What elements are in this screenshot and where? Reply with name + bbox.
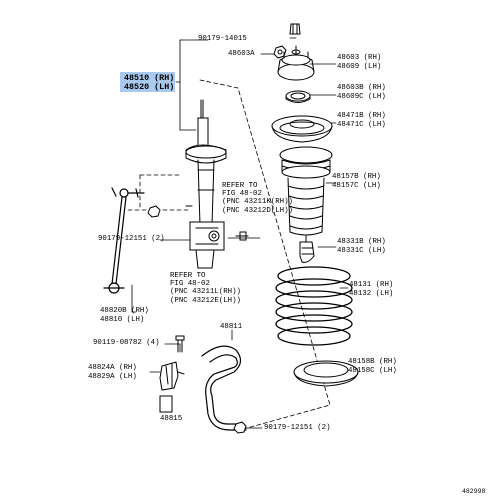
label-mount-lh: 48609 (LH) [337, 63, 382, 71]
label-refer-knuckle: REFER TO FIG 48-02 (PNC 43211K(RH)) (PNC… [222, 182, 293, 215]
label-boot-lh: 48157C (LH) [332, 182, 381, 190]
label-bracket: 48815 [160, 415, 183, 423]
label-link-rh: 48820B (RH) [100, 307, 149, 315]
stabilizer-link [103, 187, 145, 294]
stabilizer-bracket [159, 395, 173, 413]
link-nut [147, 205, 161, 218]
label-mount-rh: 48603 (RH) [337, 54, 382, 62]
label-bearing-rh: 48603B (RH) [337, 84, 386, 92]
label-bumper-lh: 48331C (LH) [337, 247, 386, 255]
label-insulator-lh: 48158C (LH) [348, 367, 397, 375]
coil-spring [275, 266, 353, 346]
label-bush-lh: 48829A (LH) [88, 373, 137, 381]
label-bush-rh: 48824A (RH) [88, 364, 137, 372]
label-strut: 48510 (RH) [124, 74, 174, 83]
label-boot-rh: 48157B (RH) [332, 173, 381, 181]
stabilizer-bar [201, 345, 247, 431]
label-spring-lh: 48132 (LH) [349, 290, 394, 298]
highlighted-part-label-box [120, 72, 175, 92]
label-bearing-lh: 48609C (LH) [337, 93, 386, 101]
label-seat-upper-rh: 48471B (RH) [337, 112, 386, 120]
stabilizer-bushing [159, 361, 185, 391]
bump-stop [299, 235, 315, 263]
label-bolt-top: 90179-14015 [198, 35, 247, 43]
bottom-nut [233, 421, 247, 434]
label-nut-bottom: 90179-12151 (2) [264, 424, 331, 432]
label-bolt-left: 90119-08782 (4) [93, 339, 160, 347]
label-strut-lh: 48520 (LH) [124, 82, 175, 92]
label-strut-rh: 48510 (RH) [124, 73, 175, 83]
bearing [285, 90, 311, 103]
label-nut-mid: 90179-12151 (2) [98, 235, 165, 243]
dust-boot [279, 146, 333, 236]
top-nut [289, 23, 301, 35]
lower-insulator [293, 360, 359, 387]
label-link-lh: 48810 (LH) [100, 316, 145, 324]
label-seat-upper-lh: 48471C (LH) [337, 121, 386, 129]
strut-assembly [185, 99, 249, 269]
strut-mount [277, 45, 315, 81]
label-nut-48603a: 48603A [228, 50, 255, 58]
label-bar: 48811 [220, 323, 243, 331]
label-refer-hub: REFER TO FIG 48-02 (PNC 43211L(RH)) (PNC… [170, 272, 241, 305]
label-insulator-rh: 48158B (RH) [348, 358, 397, 366]
figure-id: 482998 [462, 488, 486, 495]
upper-spring-seat [271, 115, 333, 143]
label-strut-lh-wrap: 48520 (LH) [124, 83, 174, 92]
label-bumper-rh: 48331B (RH) [337, 238, 386, 246]
label-spring-rh: 48131 (RH) [349, 281, 394, 289]
bolt-left [175, 335, 185, 353]
